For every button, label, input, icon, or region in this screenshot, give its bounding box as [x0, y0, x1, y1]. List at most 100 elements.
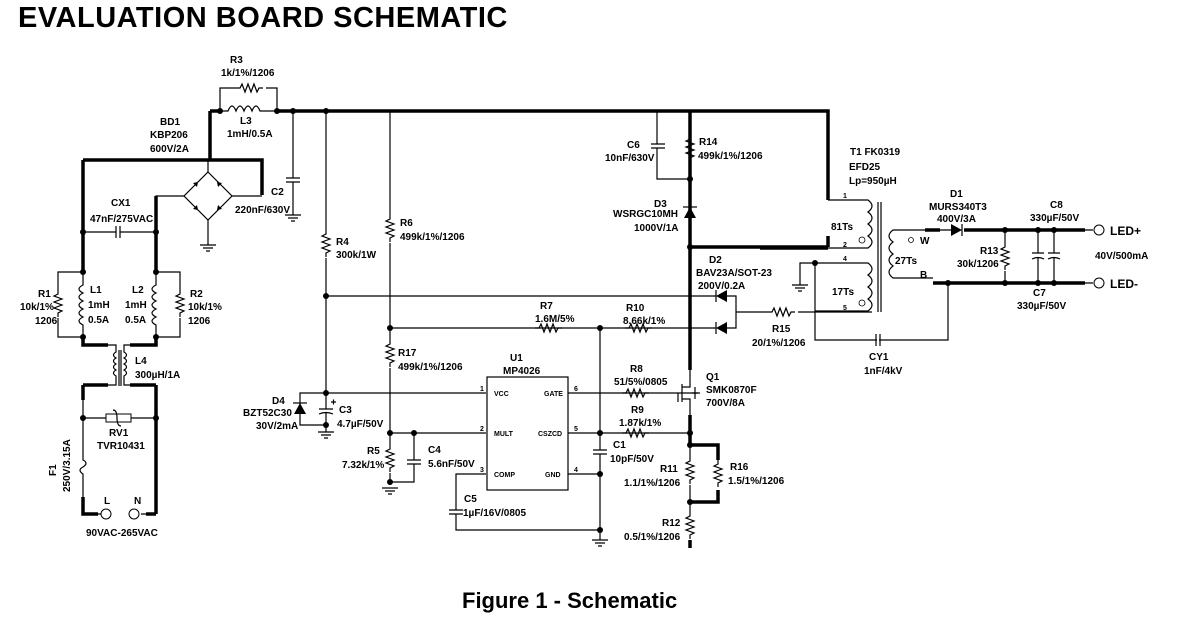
c7-value: 330µF/50V	[1017, 301, 1066, 312]
u1-ref: U1	[510, 353, 523, 364]
r5-value: 7.32k/1%	[342, 460, 384, 471]
d4-ref: D4	[272, 396, 285, 407]
r4-value: 300k/1W	[336, 250, 377, 261]
r2-value: 10k/1%	[188, 302, 222, 313]
u1-pin6-num: 6	[574, 386, 578, 393]
rv1-ref: RV1	[109, 428, 129, 439]
output-rating: 40V/500mA	[1095, 251, 1148, 262]
current-sense-resistors	[685, 415, 723, 548]
rv1-value: TVR10431	[97, 441, 145, 452]
t1-pin-1: 1	[843, 193, 847, 200]
r16-ref: R16	[730, 462, 749, 473]
l3-value: 1mH/0.5A	[227, 129, 273, 140]
q1-ref: Q1	[706, 372, 720, 383]
r11-value: 1.1/1%/1206	[624, 478, 681, 489]
t1-pin-4: 4	[843, 256, 847, 263]
bd1-ref: BD1	[160, 117, 180, 128]
r7-value: 1.6M/5%	[535, 314, 575, 325]
r6-value: 499k/1%/1206	[400, 232, 465, 243]
u1-pin1-num: 1	[480, 386, 484, 393]
c2-ref: C2	[271, 187, 284, 198]
u1-pin1-name: VCC	[494, 391, 509, 398]
u1-pin5-name: CSZCD	[538, 431, 562, 438]
c5-ref: C5	[464, 494, 477, 505]
bd1-value: 600V/2A	[150, 144, 189, 155]
t1-transformer	[760, 199, 949, 341]
r6-ref: R6	[400, 218, 413, 229]
q1-part: SMK0870F	[706, 385, 757, 396]
c2-value: 220nF/630V	[235, 205, 290, 216]
r14-ref: R14	[699, 137, 718, 148]
t1-secondary-turns: 27Ts	[895, 256, 917, 267]
l2-inductor	[151, 269, 185, 340]
c4-value: 5.6nF/50V	[428, 459, 475, 470]
d3-ref: D3	[654, 199, 667, 210]
r13-ref: R13	[980, 246, 999, 257]
led-minus-terminal	[1093, 277, 1105, 289]
q1-value: 700V/8A	[706, 398, 745, 409]
l3-inductor	[220, 105, 277, 113]
c4-ref: C4	[428, 445, 441, 456]
r9-ref: R9	[631, 405, 644, 416]
u1-pin2-name: MULT	[494, 431, 514, 438]
cy1-value: 1nF/4kV	[864, 366, 903, 377]
r13-value: 30k/1206	[957, 259, 999, 270]
input-section	[79, 383, 159, 520]
r9-value: 1.87k/1%	[619, 418, 661, 429]
l3-ref: L3	[240, 116, 252, 127]
c1-value: 10pF/50V	[610, 454, 654, 465]
l4-ref: L4	[135, 356, 147, 367]
u1-pin3-num: 3	[480, 467, 484, 474]
r17-ref: R17	[398, 348, 417, 359]
figure-caption: Figure 1 - Schematic	[462, 588, 678, 613]
input-l-label: L	[104, 496, 110, 507]
c3-value: 4.7µF/50V	[337, 419, 384, 430]
t1-b-label: B	[920, 270, 927, 281]
r1-value: 10k/1%	[20, 302, 54, 313]
r5-resistor	[381, 433, 399, 495]
f1-value: 250V/3.15A	[62, 439, 73, 492]
r4-resistor	[321, 111, 700, 396]
u1-pin2-num: 2	[480, 426, 484, 433]
c1-capacitor	[591, 328, 609, 547]
t1-ref: T1 FK0319	[850, 147, 900, 158]
cx1-ref: CX1	[111, 198, 131, 209]
c7-ref: C7	[1033, 288, 1046, 299]
l1-ref: L1	[90, 285, 102, 296]
d4-zener-diode	[293, 392, 326, 426]
u1-part: MP4026	[503, 366, 541, 377]
c6-value: 10nF/630V	[605, 153, 655, 164]
l2-ref: L2	[132, 285, 144, 296]
c8-value: 330µF/50V	[1030, 213, 1079, 224]
t1-aux-turns: 17Ts	[832, 287, 854, 298]
r14-value: 499k/1%/1206	[698, 151, 763, 162]
t1-primary-turns: 81Ts	[831, 222, 853, 233]
r15-resistor	[767, 307, 872, 317]
r4-ref: R4	[336, 237, 349, 248]
r12-value: 0.5/1%/1206	[624, 532, 681, 543]
output-stage	[925, 224, 1093, 286]
cx1-capacitor	[80, 160, 159, 270]
r15-value: 20/1%/1206	[752, 338, 806, 349]
t1-lp: Lp=950µH	[849, 176, 897, 187]
r17-resistor	[385, 339, 395, 433]
r2-ref: R2	[190, 289, 203, 300]
c8-ref: C8	[1050, 200, 1063, 211]
c1-ref: C1	[613, 440, 626, 451]
q1-mosfet	[677, 111, 698, 415]
led-plus-label: LED+	[1110, 224, 1141, 238]
snubber	[651, 111, 830, 250]
f1-ref: F1	[48, 464, 59, 476]
t1-pin-2: 2	[843, 242, 847, 249]
led-plus-terminal	[1093, 224, 1105, 236]
c6-ref: C6	[627, 140, 640, 151]
r3-resistor	[219, 83, 278, 111]
l4-value: 300µH/1A	[135, 370, 180, 381]
r7-ref: R7	[540, 301, 553, 312]
l1-inductor	[53, 269, 86, 340]
l1-value: 1mH	[88, 300, 110, 311]
r8-ref: R8	[630, 364, 643, 375]
d3-value: 1000V/1A	[634, 223, 678, 234]
d2-dual-diode	[700, 290, 768, 334]
